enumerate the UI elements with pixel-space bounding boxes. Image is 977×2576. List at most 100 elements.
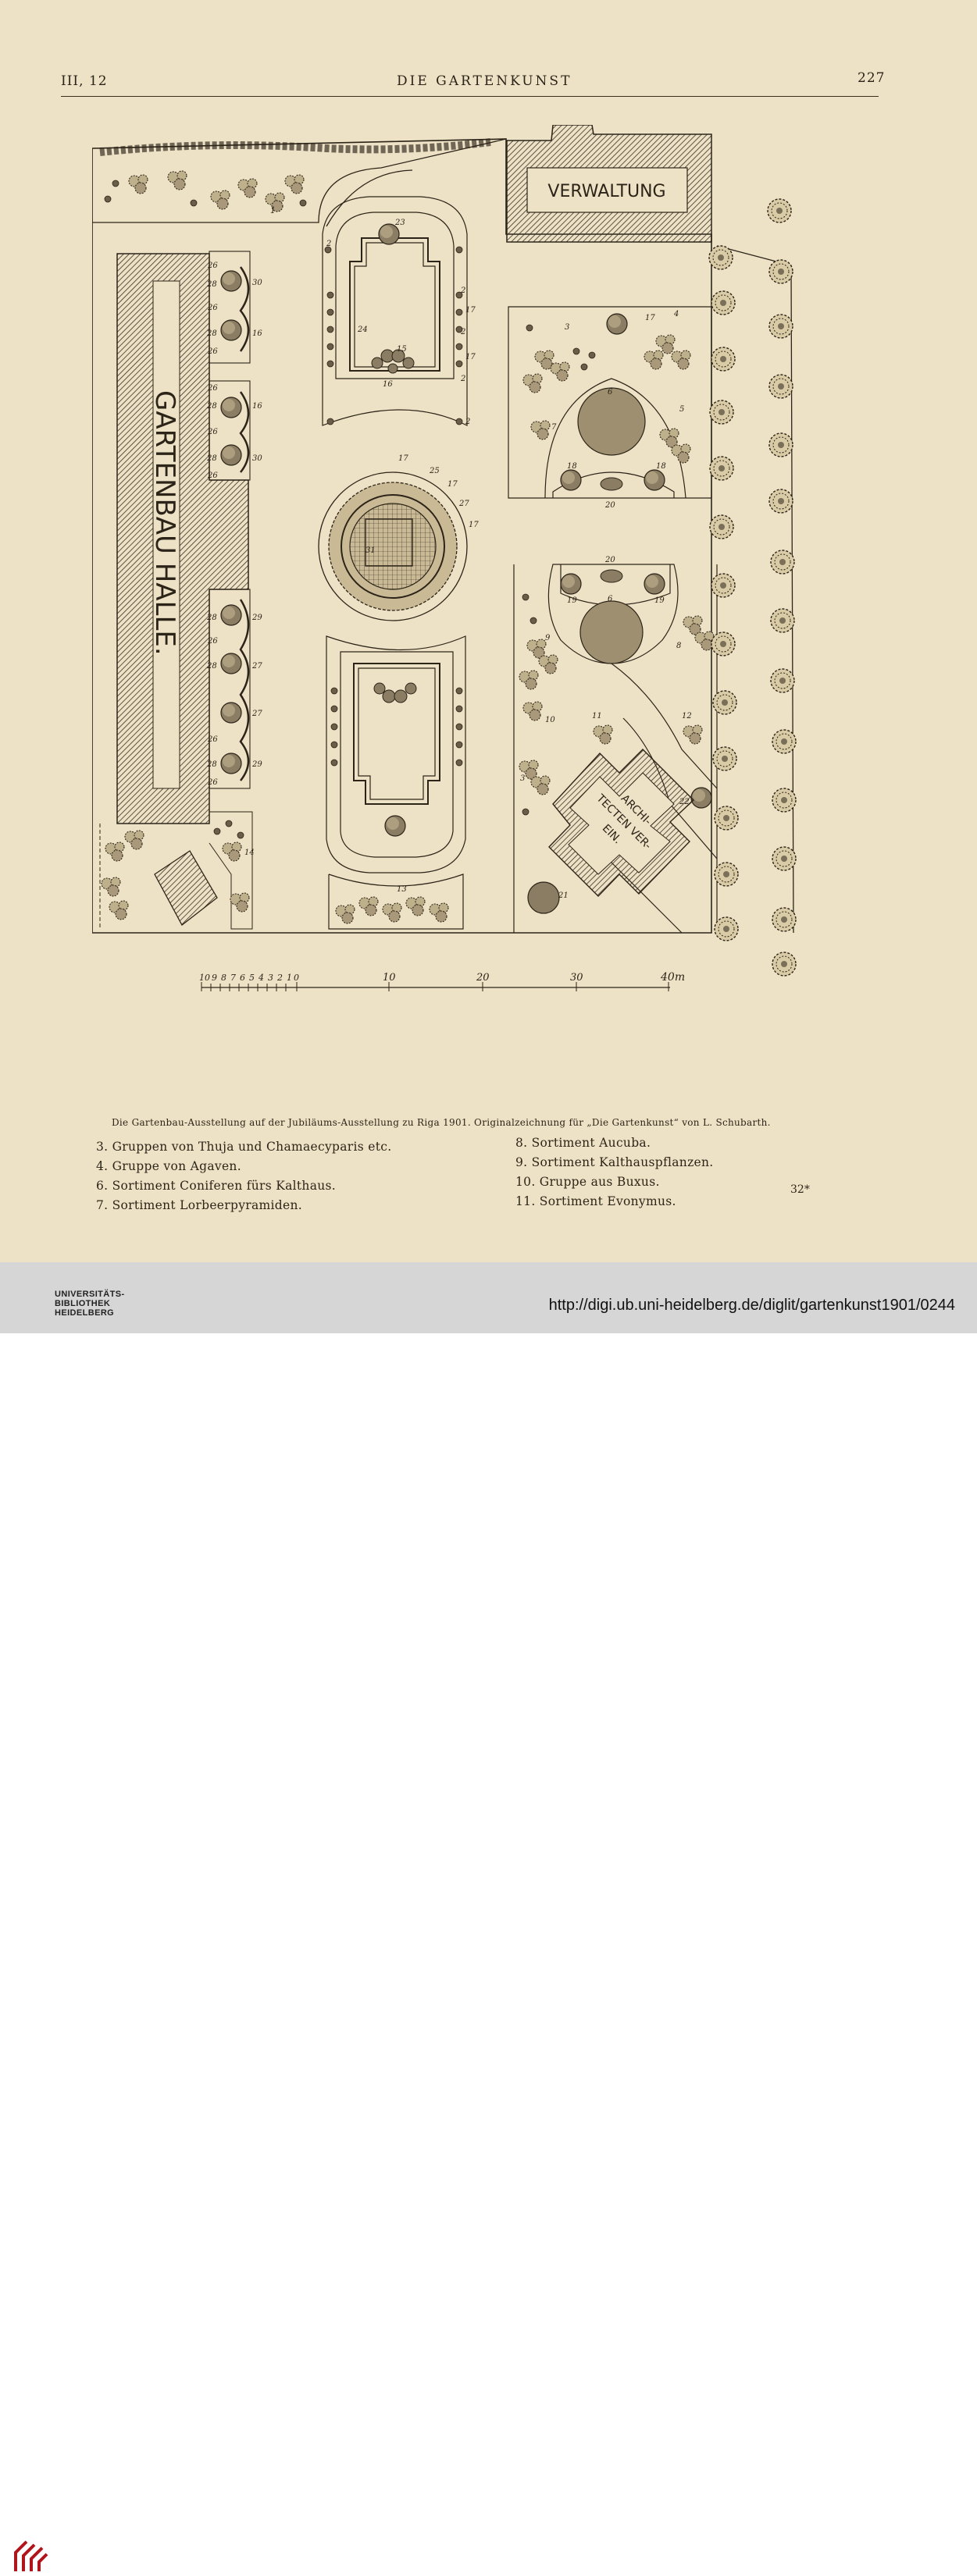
plan-number-16: 16 xyxy=(252,402,262,411)
plan-number-28: 28 xyxy=(206,280,217,289)
hall-side-beds xyxy=(220,266,250,781)
scale-tick-10: 10 xyxy=(199,973,210,983)
plan-number-26: 26 xyxy=(207,262,218,270)
plan-number-4: 4 xyxy=(673,310,679,318)
scale-mark-10: 10 xyxy=(383,972,396,984)
plan-number-26: 26 xyxy=(207,778,218,787)
plan-number-7: 7 xyxy=(551,423,557,432)
legend-item: 11. Sortiment Evonymus. xyxy=(515,1194,676,1208)
plan-number-21: 21 xyxy=(558,891,569,900)
admin-building: VERWALTUNG xyxy=(506,125,712,243)
legend-item: 10. Gruppe aus Buxus. xyxy=(515,1175,660,1189)
plan-number-2: 2 xyxy=(460,328,465,336)
plan-number-29: 29 xyxy=(251,614,262,622)
plan-number-18: 18 xyxy=(567,462,577,471)
plan-number-2: 2 xyxy=(460,375,465,383)
plan-number-16: 16 xyxy=(252,329,262,338)
plan-number-26: 26 xyxy=(207,637,218,646)
garden-plan: 1 VERWALTUNG GARTENBAU HALLE. xyxy=(92,125,797,991)
figure-caption: Die Gartenbau-Ausstellung auf der Jubilä… xyxy=(112,1117,771,1128)
bottom-hedge-bed xyxy=(335,896,449,924)
plan-number-12: 12 xyxy=(682,712,692,720)
scale-tick-6: 6 xyxy=(240,973,245,983)
plan-number-29: 29 xyxy=(251,760,262,769)
signature-mark: 32* xyxy=(790,1183,810,1196)
hall-building: GARTENBAU HALLE. xyxy=(116,253,249,824)
page-number: 227 xyxy=(858,70,886,86)
legend-left: 3. Gruppen von Thuja und Chamaecyparis e… xyxy=(96,1137,391,1215)
library-name: UNIVERSITÄTS- BIBLIOTHEK HEIDELBERG xyxy=(55,1290,125,1318)
shell-bed-top xyxy=(371,349,415,374)
legend-item: 9. Sortiment Kalthauspflanzen. xyxy=(515,1155,714,1169)
scale-mark-40m: 40m xyxy=(660,971,685,984)
library-logo-icon xyxy=(14,2540,48,2571)
plan-number-28: 28 xyxy=(206,402,217,411)
library-name-line2: BIBLIOTHEK xyxy=(55,1299,111,1308)
plan-number-31: 31 xyxy=(365,546,376,555)
journal-title: DIE GARTENKUNST xyxy=(397,73,572,89)
plan-number-26: 26 xyxy=(207,347,218,356)
plan-number-26: 26 xyxy=(207,304,218,312)
plan-number-17: 17 xyxy=(465,306,476,315)
plan-number-11: 11 xyxy=(592,712,602,720)
scale-mark-20: 20 xyxy=(476,972,490,984)
scale-tick-3: 3 xyxy=(268,973,273,983)
plan-number-19: 19 xyxy=(654,596,665,605)
plan-number-27: 27 xyxy=(251,710,262,718)
plan-number-30: 30 xyxy=(252,279,262,287)
plan-number-2: 2 xyxy=(326,240,331,248)
plan-number-26: 26 xyxy=(207,384,218,393)
plan-number-17: 17 xyxy=(465,353,476,361)
plan-number-9: 9 xyxy=(545,634,551,642)
plan-number-15: 15 xyxy=(397,345,407,354)
plan-number-14: 14 xyxy=(244,849,255,857)
plan-number-17: 17 xyxy=(645,314,655,322)
plan-number-28: 28 xyxy=(206,454,217,463)
upper-right-garden xyxy=(508,306,712,499)
tree-row-inner xyxy=(708,245,739,941)
legend-right: 8. Sortiment Aucuba. 9. Sortiment Kaltha… xyxy=(515,1133,714,1212)
scale-tick-8: 8 xyxy=(221,973,226,983)
scale-tick-2: 2 xyxy=(276,973,283,983)
hall-building-label: GARTENBAU HALLE. xyxy=(149,390,180,656)
scale-tick-7: 7 xyxy=(230,973,236,983)
volume-label: III, 12 xyxy=(61,73,108,89)
legend-item: 6. Sortiment Coniferen fürs Kalthaus. xyxy=(96,1179,337,1193)
plan-number-19: 19 xyxy=(567,596,577,605)
plan-number-27: 27 xyxy=(251,662,262,671)
plan-number-13: 13 xyxy=(397,885,407,894)
plan-number-10: 10 xyxy=(545,716,555,724)
scale-tick-1: 1 xyxy=(287,973,292,983)
library-name-line1: UNIVERSITÄTS- xyxy=(55,1290,125,1299)
plan-number-18: 18 xyxy=(656,462,666,471)
plan-number-2: 2 xyxy=(460,286,465,295)
legend-item: 8. Sortiment Aucuba. xyxy=(515,1136,651,1150)
scale-tick-9: 9 xyxy=(212,973,217,983)
parterre-pots-top xyxy=(324,246,463,425)
permalink-url[interactable]: http://digi.ub.uni-heidelberg.de/diglit/… xyxy=(548,1297,955,1314)
plan-number-20: 20 xyxy=(604,556,615,564)
plan-number-25: 25 xyxy=(429,467,440,475)
plan-number-3: 3 xyxy=(565,323,569,332)
plan-number-3: 3 xyxy=(520,774,525,783)
central-roundel xyxy=(318,471,468,621)
scale-bar: 10 9 8 7 6 5 4 3 2 1 0 10 20 30 40m xyxy=(199,971,685,991)
plan-number-27: 27 xyxy=(458,500,469,508)
library-name-line3: HEIDELBERG xyxy=(55,1308,115,1318)
plan-number-26: 26 xyxy=(207,471,218,480)
plan-number-6: 6 xyxy=(608,388,613,397)
scanned-page: III, 12 DIE GARTENKUNST 227 xyxy=(0,0,977,1262)
top-parterre xyxy=(322,196,468,426)
library-footer: UNIVERSITÄTS- BIBLIOTHEK HEIDELBERG http… xyxy=(0,1262,977,2571)
plan-number-26: 26 xyxy=(207,735,218,744)
architects-pavilion: ARCHI- TECTEN VER- EIN. xyxy=(548,749,695,897)
legend-item: 3. Gruppen von Thuja und Chamaecyparis e… xyxy=(96,1140,392,1154)
plan-number-26: 26 xyxy=(207,428,218,436)
shell-bed-bottom xyxy=(373,682,417,703)
admin-building-label: VERWALTUNG xyxy=(547,182,665,201)
plan-number-16: 16 xyxy=(383,380,393,389)
plan-number-20: 20 xyxy=(604,501,615,510)
plan-number-28: 28 xyxy=(206,329,217,338)
plan-number-5: 5 xyxy=(679,405,684,414)
plan-number-28: 28 xyxy=(206,662,217,671)
